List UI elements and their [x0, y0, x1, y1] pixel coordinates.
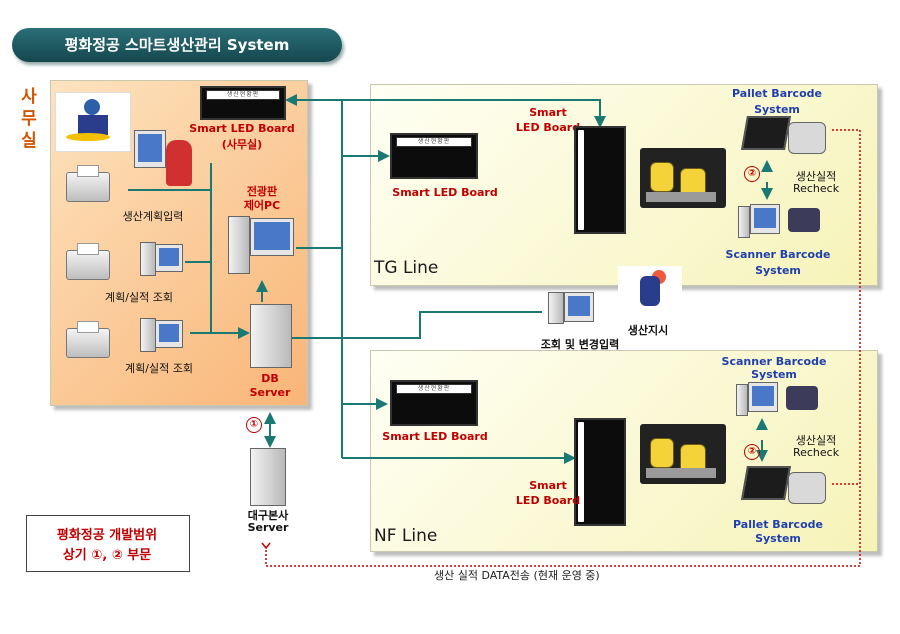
production-instruction-icon — [618, 266, 682, 318]
query-change-pc-tower — [548, 292, 564, 324]
office-worker-icon — [55, 92, 131, 152]
nf-led-board: 생산현황판 — [390, 380, 478, 426]
query2-pc-monitor — [155, 320, 183, 348]
nf-step2-marker: ② — [744, 444, 760, 460]
nf-pallet-label-sub: System — [755, 532, 801, 545]
tg-smart-label: Smart — [529, 106, 567, 119]
office-label: 사무실 — [21, 87, 37, 151]
db-server-label-sub: Server — [249, 386, 291, 399]
tg-scanner-label: Scanner Barcode — [725, 248, 831, 261]
office-led-label: Smart LED Board — [189, 122, 295, 135]
scope-line1: 평화정공 개발범위 — [56, 528, 158, 543]
tg-pallet-barcode-icon — [741, 116, 832, 158]
nf-smart-label-sub: LED Board — [515, 494, 581, 507]
board-pc-monitor — [250, 218, 294, 256]
planning-pc-monitor — [134, 130, 166, 168]
tg-step2-marker: ② — [744, 166, 760, 182]
nf-led-header: 생산현황판 — [396, 384, 472, 394]
office-led-board: 생산현황판 — [200, 86, 286, 120]
nf-vertical-led-board — [574, 418, 626, 526]
nf-line-title: NF Line — [374, 526, 438, 546]
nf-pallet-label: Pallet Barcode — [733, 518, 823, 531]
tg-pallet-label: Pallet Barcode — [732, 87, 822, 100]
tg-vertical-led-board — [574, 126, 626, 234]
tg-scanner-label-sub: System — [755, 264, 801, 277]
query1-pc-monitor — [155, 244, 183, 272]
nf-recheck-label-sub: Recheck — [792, 446, 840, 459]
query1-pc-label: 계획/실적 조회 — [105, 291, 173, 304]
query2-pc-label: 계획/실적 조회 — [125, 362, 193, 375]
nf-smart-label: Smart — [529, 479, 567, 492]
scope-line2: 상기 ①, ② 부문 — [62, 548, 152, 563]
office-led-header: 생산현황판 — [206, 90, 280, 100]
tg-smart-label-sub: LED Board — [515, 121, 581, 134]
nf-pallet-barcode-icon — [741, 466, 832, 508]
page-title: 평화정공 스마트생산관리 System — [12, 28, 342, 62]
data-transfer-note: 생산 실적 DATA전송 (현재 운영 중) — [434, 569, 600, 582]
planning-user-icon — [166, 140, 192, 186]
planning-pc-label: 생산계획입력 — [122, 210, 184, 223]
query1-printer-icon — [66, 243, 110, 280]
tg-led-label: Smart LED Board — [392, 186, 498, 199]
hq-server-label: 대구본사 — [247, 509, 289, 522]
nf-workers-icon — [636, 424, 728, 484]
tg-led-board: 생산현황판 — [390, 133, 478, 179]
production-instruction-label: 생산지시 — [627, 324, 669, 337]
db-server-icon — [250, 304, 292, 368]
nf-scanner-barcode-icon — [736, 380, 826, 420]
nf-scanner-label-sub: System — [751, 368, 797, 381]
planning-printer-icon — [66, 165, 110, 202]
nf-led-label: Smart LED Board — [382, 430, 488, 443]
tg-workers-icon — [636, 148, 728, 208]
query-change-label: 조회 및 변경입력 — [540, 338, 620, 351]
step1-marker: ① — [246, 417, 262, 433]
nf-scanner-label: Scanner Barcode — [721, 355, 827, 368]
query2-printer-icon — [66, 321, 110, 358]
tg-pallet-label-sub: System — [754, 103, 800, 116]
tg-scanner-barcode-icon — [738, 202, 828, 242]
tg-recheck-label-sub: Recheck — [792, 182, 840, 195]
office-led-label-sub: (사무실) — [221, 138, 263, 151]
query1-pc-tower — [140, 242, 156, 276]
query2-pc-tower — [140, 318, 156, 352]
tg-recheck-label: 생산실적 — [795, 170, 837, 183]
development-scope-box: 평화정공 개발범위 상기 ①, ② 부문 — [26, 515, 190, 572]
hq-server-icon — [250, 448, 286, 506]
nf-recheck-label: 생산실적 — [795, 434, 837, 447]
board-pc-label-sub: 제어PC — [243, 199, 281, 212]
board-pc-label: 전광판 — [246, 185, 278, 198]
board-pc-tower — [228, 216, 250, 274]
hq-server-label-sub: Server — [247, 521, 289, 534]
tg-line-panel — [370, 84, 878, 286]
query-change-pc-monitor — [564, 292, 594, 322]
tg-led-header: 생산현황판 — [396, 137, 472, 147]
db-server-label: DB — [261, 372, 279, 385]
tg-line-title: TG Line — [374, 258, 439, 278]
